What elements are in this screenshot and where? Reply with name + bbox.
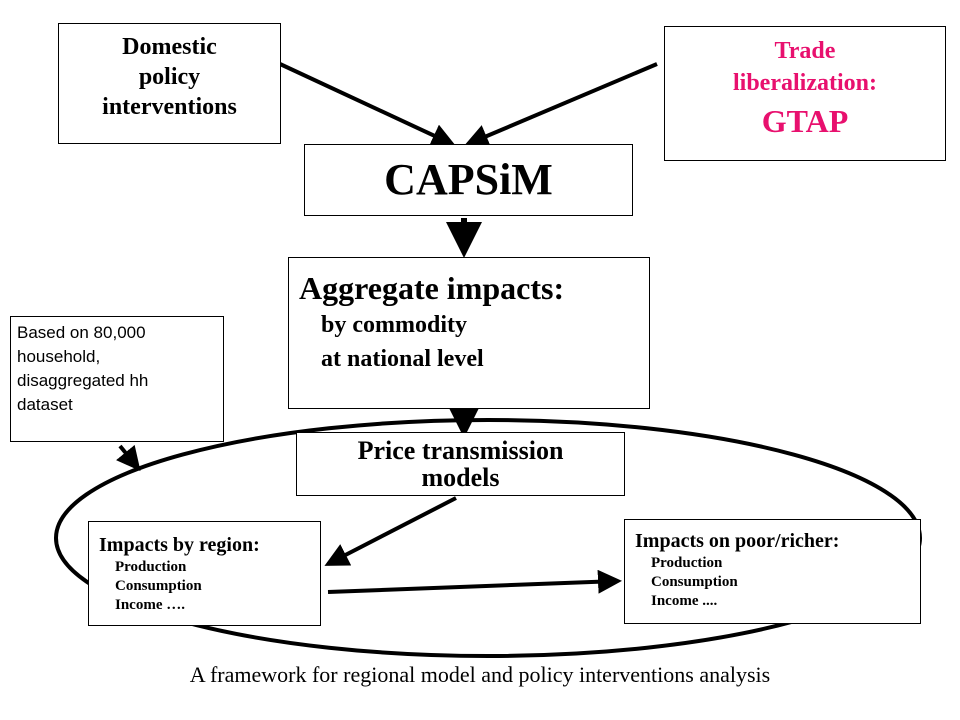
- trade-line-1: Trade: [774, 38, 836, 64]
- region-item-consumption: Consumption: [115, 578, 202, 594]
- price-transmission-box: Price transmission models: [296, 432, 625, 496]
- poor-title: Impacts on poor/richer:: [635, 530, 840, 552]
- domestic-line-3: interventions: [102, 94, 237, 120]
- price-line-2: models: [421, 463, 500, 492]
- note-line-4: dataset: [17, 395, 73, 414]
- arrow-trade-to-capsim: [464, 62, 658, 148]
- arrow-note-to-ellipse: [116, 444, 141, 472]
- domestic-policy-box: Domestic policy interventions: [58, 23, 281, 144]
- aggregate-line-1: by commodity: [321, 312, 467, 338]
- arrow-price-to-region: [324, 496, 457, 566]
- impacts-by-region-box: Impacts by region: Production Consumptio…: [88, 521, 321, 626]
- poor-item-consumption: Consumption: [651, 574, 738, 590]
- arrow-region-to-poor: [327, 569, 622, 594]
- trade-gtap-label: GTAP: [761, 103, 849, 139]
- impacts-on-poor-box: Impacts on poor/richer: Production Consu…: [624, 519, 921, 624]
- note-line-3: disaggregated hh: [17, 371, 149, 390]
- trade-liberalization-box: Trade liberalization: GTAP: [664, 26, 946, 161]
- aggregate-line-2: at national level: [321, 346, 484, 372]
- domestic-line-1: Domestic: [122, 34, 217, 60]
- region-title: Impacts by region:: [99, 534, 260, 556]
- region-item-production: Production: [115, 559, 187, 575]
- trade-line-2: liberalization:: [733, 70, 877, 96]
- aggregate-impacts-box: Aggregate impacts: by commodity at natio…: [288, 257, 650, 409]
- diagram-caption: A framework for regional model and polic…: [189, 662, 771, 687]
- capsim-label: CAPSiM: [384, 155, 553, 204]
- capsim-box: CAPSiM: [304, 144, 633, 216]
- region-item-income: Income ….: [115, 597, 185, 613]
- aggregate-title: Aggregate impacts:: [299, 270, 565, 306]
- price-line-1: Price transmission: [357, 436, 564, 465]
- poor-item-income: Income ....: [651, 593, 718, 609]
- domestic-line-2: policy: [138, 64, 201, 90]
- poor-item-production: Production: [651, 555, 723, 571]
- note-line-1: Based on 80,000: [17, 323, 146, 342]
- dataset-note-box: Based on 80,000 household, disaggregated…: [10, 316, 224, 442]
- arrow-domestic-to-capsim: [279, 62, 456, 147]
- note-line-2: household,: [17, 347, 101, 366]
